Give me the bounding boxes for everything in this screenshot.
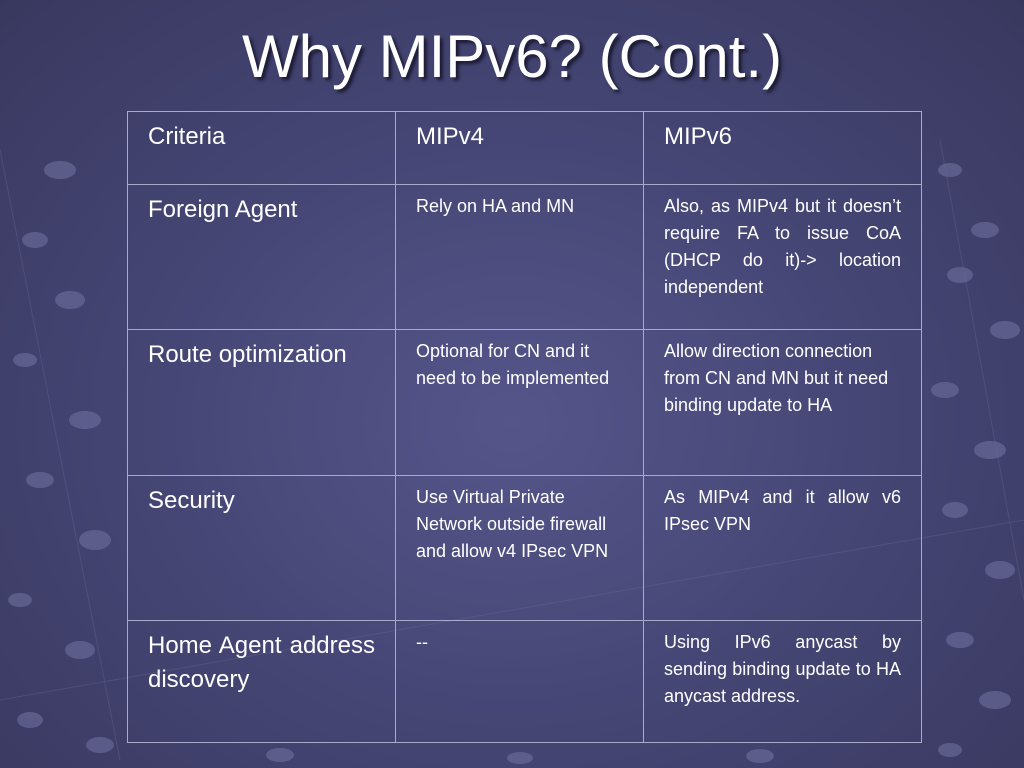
table-header-row: Criteria MIPv4 MIPv6 [127, 111, 922, 185]
mipv4-cell: Use Virtual Private Network outside fire… [395, 475, 644, 621]
mipv6-cell: As MIPv4 and it allow v6 IPsec VPN [643, 475, 922, 621]
header-mipv6: MIPv6 [643, 111, 922, 185]
mipv6-cell: Using IPv6 anycast by sending binding up… [643, 620, 922, 743]
mipv4-cell: Rely on HA and MN [395, 184, 644, 330]
header-criteria: Criteria [127, 111, 396, 185]
table-row: Home Agent address discovery -- Using IP… [127, 620, 922, 743]
mipv4-cell: Optional for CN and it need to be implem… [395, 329, 644, 476]
table-row: Security Use Virtual Private Network out… [127, 475, 922, 621]
mipv4-cell: -- [395, 620, 644, 743]
mipv6-cell: Also, as MIPv4 but it doesn’t require FA… [643, 184, 922, 330]
mipv6-cell: Allow direction connection from CN and M… [643, 329, 922, 476]
table-row: Route optimization Optional for CN and i… [127, 329, 922, 476]
comparison-table-grid: Criteria MIPv4 MIPv6 Foreign Agent Rely … [127, 111, 922, 743]
comparison-table: Criteria MIPv4 MIPv6 Foreign Agent Rely … [127, 111, 922, 743]
criteria-cell: Home Agent address discovery [127, 620, 396, 743]
slide-title: Why MIPv6? (Cont.) [241, 23, 783, 90]
criteria-cell: Foreign Agent [127, 184, 396, 330]
criteria-cell: Security [127, 475, 396, 621]
table-row: Foreign Agent Rely on HA and MN Also, as… [127, 184, 922, 330]
header-mipv4: MIPv4 [395, 111, 644, 185]
criteria-cell: Route optimization [127, 329, 396, 476]
